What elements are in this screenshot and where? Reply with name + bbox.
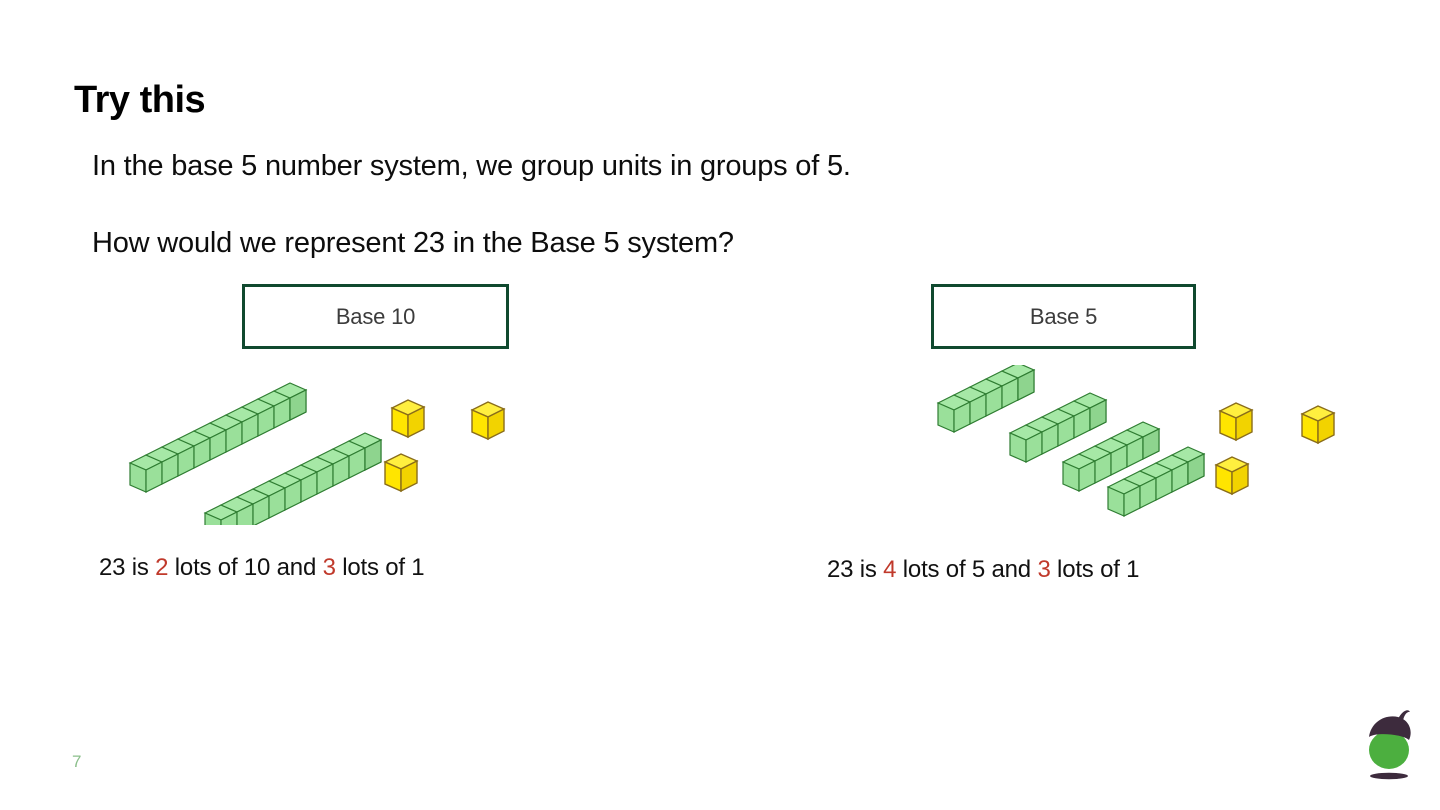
base-10-rod-1 bbox=[128, 382, 308, 493]
acorn-stem bbox=[1398, 710, 1410, 721]
body-text-line-1: In the base 5 number system, we group un… bbox=[92, 150, 851, 182]
base-10-label-text: Base 10 bbox=[335, 303, 416, 329]
base-10-caption-prefix: 23 is bbox=[99, 554, 156, 581]
base-10-unit-cube-3 bbox=[383, 453, 419, 493]
base-5-caption-suffix: lots of 1 bbox=[1050, 556, 1140, 583]
base-10-block-illustration bbox=[128, 382, 506, 525]
base-10-caption-middle: lots of 10 and bbox=[168, 554, 323, 581]
acorn-nut bbox=[1369, 731, 1409, 769]
base-5-caption-number-1: 4 bbox=[883, 556, 897, 583]
page-number: 7 bbox=[72, 752, 82, 771]
base-10-caption-number-2: 3 bbox=[322, 554, 336, 581]
base-5-unit-cube-2 bbox=[1300, 405, 1336, 445]
base-5-rod-2 bbox=[1008, 392, 1108, 463]
base-10-unit-cube-1 bbox=[390, 399, 426, 439]
base-5-label-text: Base 5 bbox=[1029, 303, 1098, 329]
base-10-caption-number-1: 2 bbox=[155, 554, 169, 581]
base-5-rod-4 bbox=[1106, 446, 1206, 517]
base-5-caption-number-2: 3 bbox=[1037, 556, 1051, 583]
base-5-block-illustration bbox=[936, 365, 1336, 517]
body-text-line-2: How would we represent 23 in the Base 5 … bbox=[92, 227, 734, 259]
base-10-caption: 23 is 2 lots of 10 and 3 lots of 1 bbox=[99, 554, 425, 582]
acorn-shadow bbox=[1370, 772, 1408, 780]
base-5-rod-3 bbox=[1061, 421, 1161, 492]
page-title: Try this bbox=[74, 79, 206, 121]
base-5-unit-cube-1 bbox=[1218, 402, 1254, 442]
base-5-caption-middle: lots of 5 and bbox=[896, 556, 1038, 583]
base-5-unit-cube-3 bbox=[1214, 456, 1250, 496]
base-10-caption-suffix: lots of 1 bbox=[335, 554, 425, 581]
acorn-logo-icon bbox=[1369, 710, 1411, 780]
base-5-label-box: Base 5 bbox=[931, 284, 1196, 349]
base-10-unit-cube-2 bbox=[470, 401, 506, 441]
base-5-caption-prefix: 23 is bbox=[827, 556, 884, 583]
acorn-cap bbox=[1369, 716, 1411, 740]
base-5-caption: 23 is 4 lots of 5 and 3 lots of 1 bbox=[827, 556, 1140, 584]
base-10-label-box: Base 10 bbox=[242, 284, 509, 349]
base-5-rod-1 bbox=[936, 365, 1036, 433]
base-10-rod-2 bbox=[203, 432, 383, 525]
